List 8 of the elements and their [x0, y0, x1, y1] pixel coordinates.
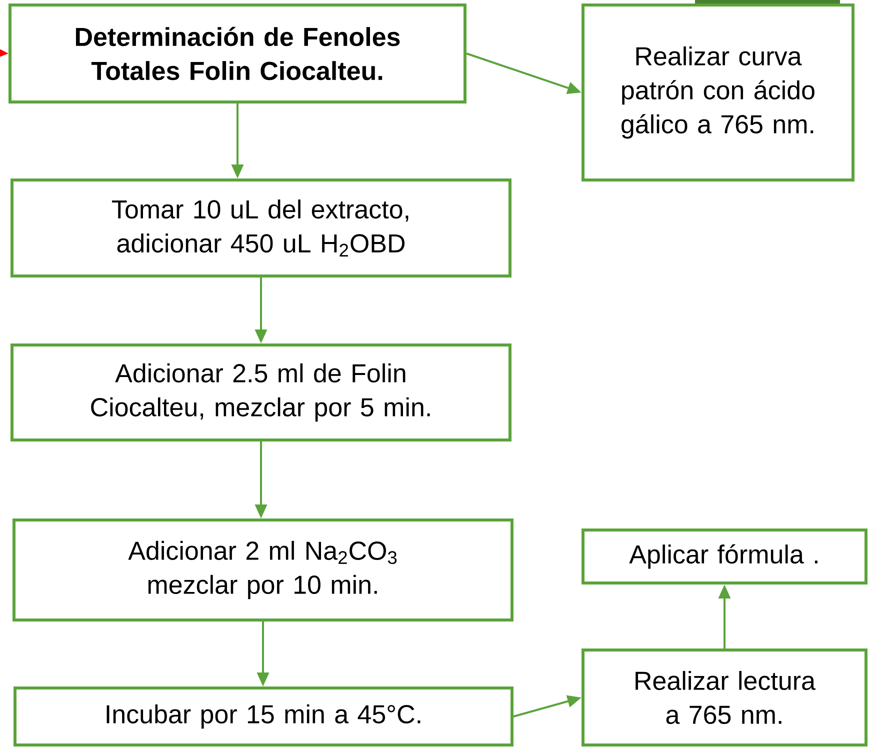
process-box: Determinación de Fenoles Totales Folin Ciocalteu.	[8, 4, 466, 104]
process-box: Aplicar fórmula .	[582, 528, 868, 584]
process-box: Incubar por 15 min a 45°C.	[14, 686, 514, 746]
process-box: Realizar lectura a 765 nm.	[582, 648, 868, 746]
process-box: Realizar curva patrón con ácido gálico a 765 nm.	[582, 4, 854, 182]
process-box: Adicionar 2 ml Na$_{2}$CO$_{3}$ mezclar por 10 min.	[12, 518, 514, 622]
process-box: Adicionar 2.5 ml de Folin Ciocalteu, mezclar por 5 min.	[10, 344, 512, 442]
process-box: Tomar 10 uL del extracto, adicionar 450 uL H$_{2}$OBD	[10, 178, 512, 278]
